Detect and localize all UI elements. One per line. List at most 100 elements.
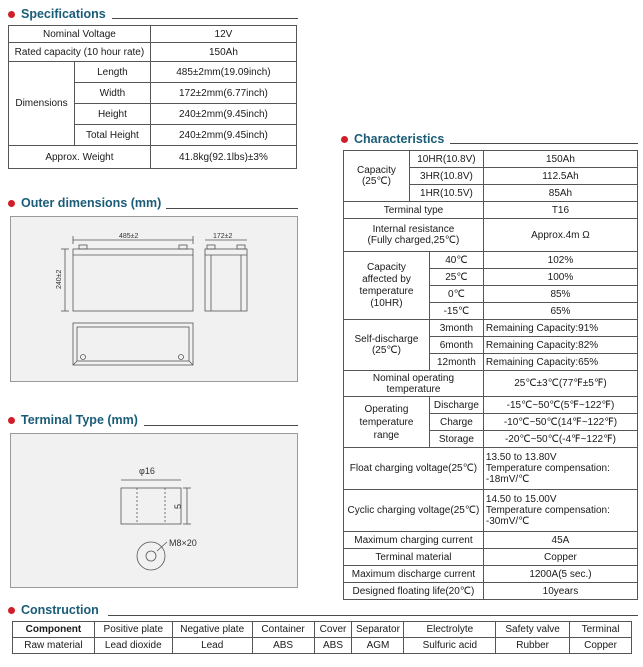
table-row: Designed floating life(20℃) 10years <box>343 582 639 600</box>
table-row: Capacity (25℃) 10HR(10.8V) 150Ah <box>343 150 639 202</box>
max-discharge-current-label: Maximum discharge current <box>343 565 484 583</box>
table-row: Dimensions Length 485±2mm(19.09inch) <box>8 61 298 146</box>
construction-value: AGM <box>351 637 405 654</box>
operating-mode: Discharge <box>428 396 484 414</box>
nominal-voltage-label: Nominal Voltage <box>8 25 151 43</box>
operating-range-label: Operating temperature range <box>343 396 430 448</box>
self-discharge-value: Remaining Capacity:82% <box>482 336 639 354</box>
bullet-icon <box>8 199 15 207</box>
construction-header: Component <box>12 621 95 638</box>
specifications-heading: Specifications <box>8 7 106 21</box>
temperature-value: 25℃ <box>428 268 484 286</box>
internal-resistance-value: Approx.4m Ω <box>482 218 639 252</box>
terminal-height-mark: 5 <box>173 504 183 509</box>
construction-header: Electrolyte <box>403 621 497 638</box>
table-row: Width 172±2mm(6.77inch) <box>9 82 298 104</box>
dimension-value: 240±2mm(9.45inch) <box>149 103 298 125</box>
table-row: Nominal Voltage 12V <box>8 25 298 43</box>
cyclic-voltage-label: Cyclic charging voltage(25℃) <box>343 489 484 532</box>
outer-dimensions-heading: Outer dimensions (mm) <box>8 196 161 210</box>
table-row: Approx. Weight 41.8kg(92.1lbs)±3% <box>8 145 298 169</box>
characteristics-heading: Characteristics <box>341 132 444 146</box>
characteristics-table: Capacity (25℃) 10HR(10.8V) 150Ah 3HR(10.… <box>343 150 639 600</box>
self-discharge-value: Remaining Capacity:65% <box>482 353 639 371</box>
operating-mode: Charge <box>428 413 484 431</box>
table-row: Cyclic charging voltage(25℃) 14.50 to 15… <box>343 489 639 532</box>
terminal-material-label: Terminal material <box>343 548 484 566</box>
weight-label: Approx. Weight <box>8 145 151 169</box>
table-row: Capacity affected by temperature (10HR) … <box>343 251 639 320</box>
table-row: Float charging voltage(25℃) 13.50 to 13.… <box>343 447 639 490</box>
temperature-value: -15℃ <box>428 302 484 320</box>
rated-capacity-value: 150Ah <box>149 42 298 62</box>
specifications-table: Nominal Voltage 12V Rated capacity (10 h… <box>8 25 298 169</box>
table-row: Maximum discharge current 1200A(5 sec.) <box>343 565 639 583</box>
section-rule <box>450 143 638 144</box>
table-row: Nominal operating temperature 25℃±3℃(77℉… <box>343 370 639 397</box>
outer-dimensions-drawing: 485±2 240±2 172±2 <box>10 216 298 382</box>
max-charging-current-value: 45A <box>482 531 639 549</box>
terminal-type-value: T16 <box>482 201 639 219</box>
bullet-icon <box>8 10 15 18</box>
capacity-rate: 3HR(10.8V) <box>408 167 484 185</box>
self-discharge-value: Remaining Capacity:91% <box>482 319 639 337</box>
table-row: Terminal type T16 <box>343 201 639 219</box>
terminal-drawing: φ16 5 M8×20 <box>120 466 197 571</box>
max-charging-current-label: Maximum charging current <box>343 531 484 549</box>
weight-value: 41.8kg(92.1lbs)±3% <box>149 145 298 169</box>
capacity-label: Capacity (25℃) <box>343 150 410 202</box>
table-row: Charge -10℃~50℃(14℉~122℉) <box>344 413 639 431</box>
table-row: Self-discharge (25℃) 3month Remaining Ca… <box>343 319 639 371</box>
section-rule <box>144 425 298 426</box>
temperature-value: 40℃ <box>428 251 484 269</box>
float-voltage-label: Float charging voltage(25℃) <box>343 447 484 490</box>
table-row: Height 240±2mm(9.45inch) <box>9 103 298 125</box>
construction-value: Lead dioxide <box>93 637 173 654</box>
width-mark: 172±2 <box>213 233 233 240</box>
construction-header: Safety valve <box>495 621 571 638</box>
operating-mode: Storage <box>428 430 484 448</box>
construction-value: Copper <box>569 637 632 654</box>
dimensions-label: Dimensions <box>8 61 75 146</box>
construction-header: Positive plate <box>93 621 173 638</box>
construction-value: Sulfuric acid <box>403 637 497 654</box>
construction-table: Component Positive plate Negative plate … <box>12 621 632 654</box>
diameter-mark: φ16 <box>139 466 155 476</box>
dimension-value: 240±2mm(9.45inch) <box>149 124 298 146</box>
temperature-capacity-label: Capacity affected by temperature (10HR) <box>343 251 430 320</box>
nominal-voltage-value: 12V <box>149 25 298 43</box>
operating-range-value: -20℃~50℃(-4℉~122℉) <box>482 430 639 448</box>
construction-value: ABS <box>251 637 315 654</box>
self-discharge-label: Self-discharge (25℃) <box>343 319 430 371</box>
table-row: Component Positive plate Negative plate … <box>12 621 632 638</box>
temperature-capacity-value: 102% <box>482 251 639 269</box>
table-row: Maximum charging current 45A <box>343 531 639 549</box>
internal-resistance-label: Internal resistance (Fully charged,25℃) <box>343 218 484 252</box>
terminal-type-label: Terminal type <box>343 201 484 219</box>
specifications-title: Specifications <box>21 7 106 21</box>
table-row: 0℃ 85% <box>344 285 639 303</box>
section-rule <box>166 208 298 209</box>
capacity-value: 150Ah <box>482 150 639 168</box>
temperature-value: 0℃ <box>428 285 484 303</box>
construction-header: Cover <box>313 621 353 638</box>
bolt-mark: M8×20 <box>169 538 197 548</box>
dimension-label: Total Height <box>73 124 151 146</box>
max-discharge-current-value: 1200A(5 sec.) <box>482 565 639 583</box>
dimension-value: 485±2mm(19.09inch) <box>149 61 298 83</box>
construction-value: Rubber <box>495 637 571 654</box>
capacity-rate: 1HR(10.5V) <box>408 184 484 202</box>
self-discharge-period: 3month <box>428 319 484 337</box>
temperature-capacity-value: 100% <box>482 268 639 286</box>
operating-range-value: -15℃~50℃(5℉~122℉) <box>482 396 639 414</box>
dimension-value: 172±2mm(6.77inch) <box>149 82 298 104</box>
table-row: Raw material Lead dioxide Lead ABS ABS A… <box>12 637 632 654</box>
table-row: 25℃ 100% <box>344 268 639 286</box>
table-row: 12month Remaining Capacity:65% <box>344 353 639 371</box>
table-row: Internal resistance (Fully charged,25℃) … <box>343 218 639 252</box>
table-row: Storage -20℃~50℃(-4℉~122℉) <box>344 430 639 448</box>
bullet-icon <box>8 416 15 424</box>
design-life-label: Designed floating life(20℃) <box>343 582 484 600</box>
self-discharge-period: 12month <box>428 353 484 371</box>
capacity-rate: 10HR(10.8V) <box>408 150 484 168</box>
